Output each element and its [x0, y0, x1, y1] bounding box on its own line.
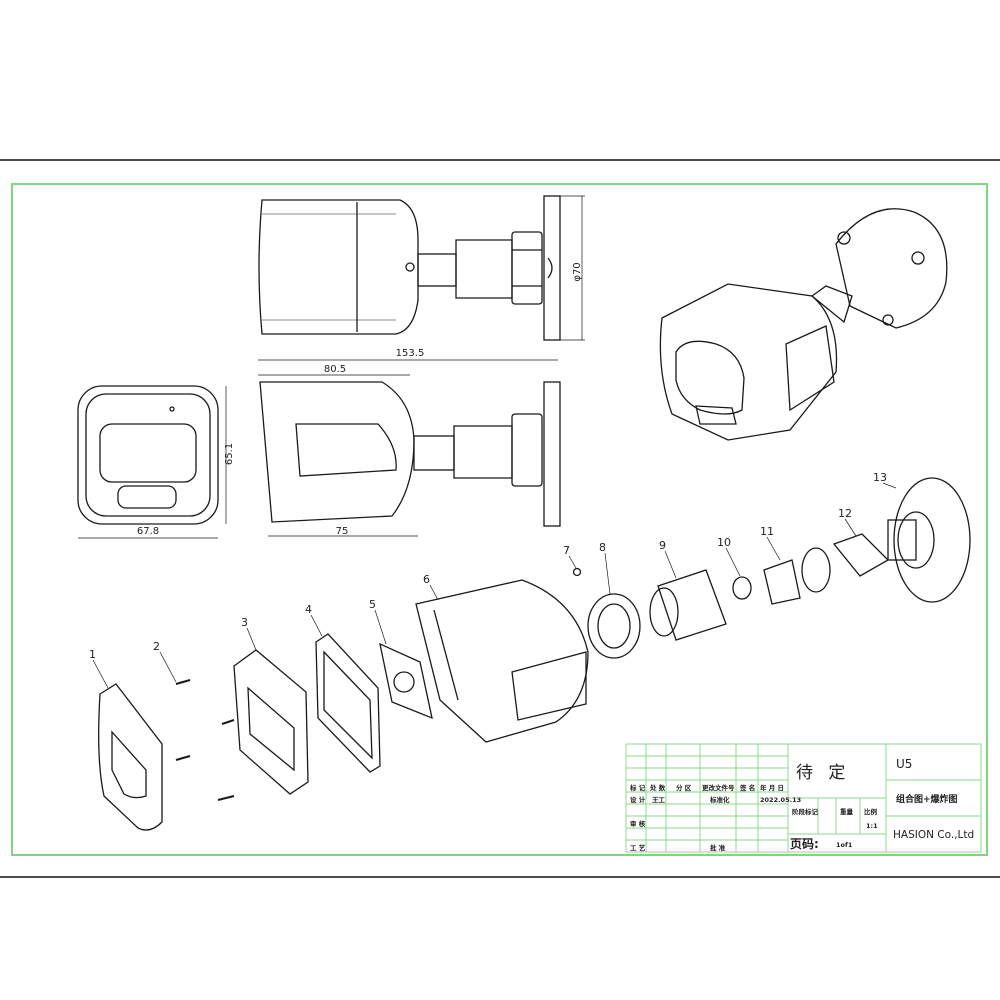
drawing-frame: [11, 183, 988, 856]
callout-7: 7: [563, 544, 570, 557]
callout-6: 6: [423, 573, 430, 586]
side-view-top: [258, 195, 585, 341]
tb-date: 2022.05.13: [760, 796, 801, 804]
tb-header-review: 审 核: [630, 819, 646, 828]
tb-company: HASION Co.,Ltd: [893, 829, 974, 841]
tb-header-weight: 重量: [840, 807, 854, 816]
callout-leaders: [92, 482, 897, 689]
callout-5: 5: [369, 598, 376, 611]
dim-height: 65.1: [224, 443, 235, 465]
callout-8: 8: [599, 541, 606, 554]
side-view-middle: [258, 359, 561, 537]
tb-header-sign: 签 名: [739, 783, 755, 792]
callout-2: 2: [153, 640, 160, 653]
tb-page-value: 1of1: [836, 841, 853, 849]
tb-model: U5: [896, 757, 912, 771]
tb-header-change-doc: 更改文件号: [702, 783, 735, 792]
tb-scale: 1:1: [866, 822, 878, 830]
callout-13: 13: [873, 471, 887, 484]
tb-drawing-name: 组合图+爆炸图: [896, 793, 958, 805]
tb-standardizer: 标准化: [709, 795, 730, 804]
tb-header-mark: 标 记: [629, 783, 646, 792]
dim-overall-length: 153.5: [396, 348, 425, 359]
exploded-parts: [98, 477, 971, 831]
callout-1: 1: [89, 648, 96, 661]
callout-11: 11: [760, 525, 774, 538]
title-block: [625, 743, 982, 853]
dim-body-length: 75: [336, 526, 349, 537]
callout-12: 12: [838, 507, 852, 520]
tb-header-approve: 批 准: [710, 843, 726, 852]
tb-page-label: 页码:: [790, 837, 819, 851]
callout-9: 9: [659, 539, 666, 552]
tb-header-process: 工 艺: [630, 843, 646, 852]
callout-4: 4: [305, 603, 312, 616]
dim-width: 67.8: [137, 526, 159, 537]
tb-header-design: 设 计: [630, 795, 646, 804]
callout-3: 3: [241, 616, 248, 629]
tb-header-ymd: 年 月 日: [760, 783, 784, 792]
callout-10: 10: [717, 536, 731, 549]
dim-mount-diameter: φ70: [572, 262, 583, 281]
tb-designer: 王工: [652, 796, 666, 804]
tb-header-zone: 分 区: [676, 783, 692, 792]
tb-header-count: 处 数: [649, 783, 666, 792]
tb-header-scale: 比例: [864, 807, 878, 816]
tb-header-stage-mark: 阶段标记: [792, 807, 819, 816]
tb-status: 待 定: [796, 763, 850, 783]
isometric-view: [659, 208, 948, 441]
front-view: [77, 385, 227, 539]
dim-front-length: 80.5: [324, 364, 346, 375]
